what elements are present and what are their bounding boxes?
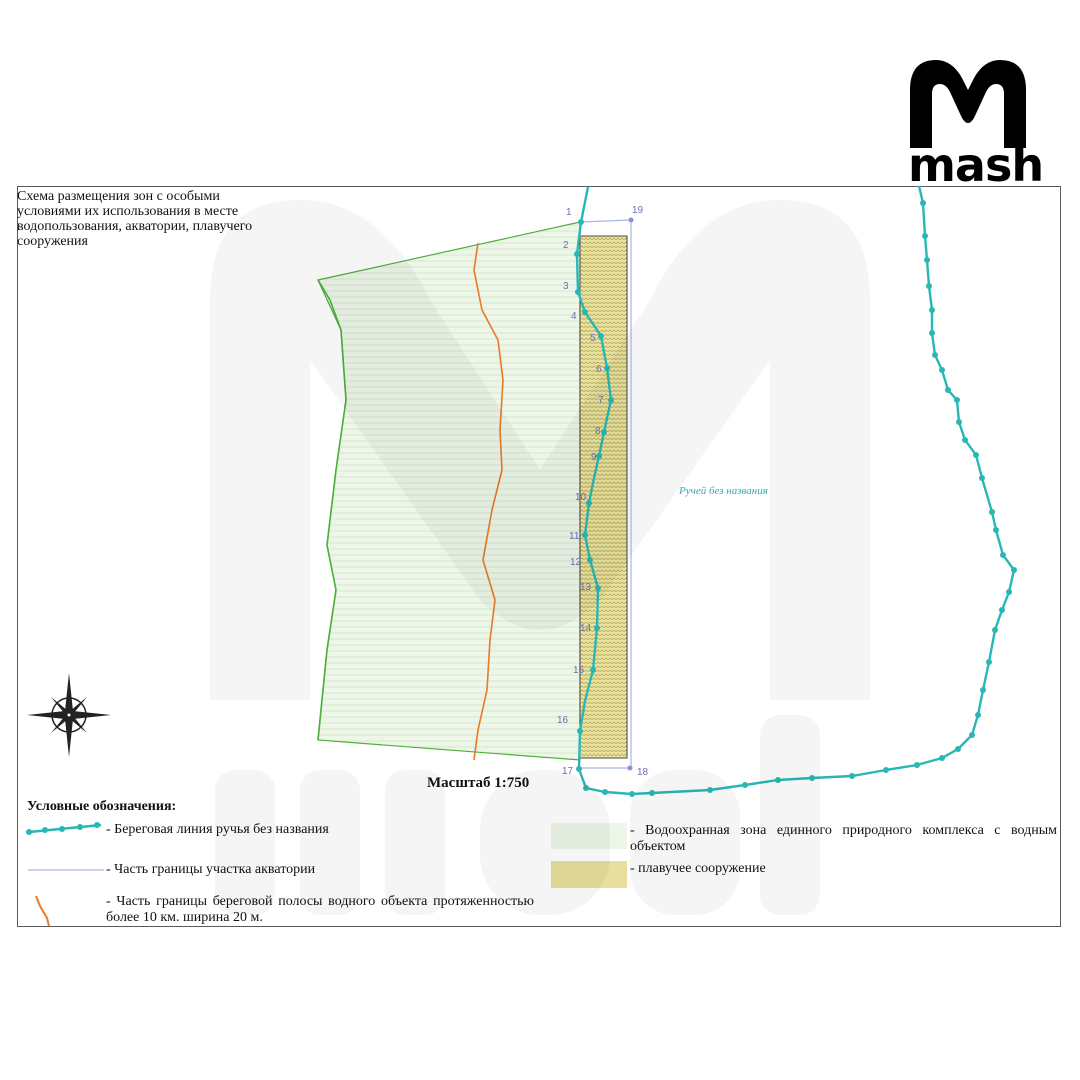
mash-logo-text: mash <box>908 138 1044 192</box>
legend-symbol-water-zone <box>551 823 627 849</box>
coastal-strip-boundary <box>473 242 504 761</box>
point-label-7: 7 <box>598 395 604 406</box>
floating-structure <box>579 235 628 759</box>
legend-item-shoreline: - Береговая линия ручья без названия <box>106 822 329 837</box>
point-label-2: 2 <box>563 240 569 251</box>
mash-logo-icon <box>910 60 1026 148</box>
water-protection-zone <box>317 221 581 761</box>
legend-title: Условные обозначения: <box>27 799 177 814</box>
point-label-9: 9 <box>591 452 597 463</box>
point-label-10: 10 <box>575 492 587 503</box>
legend-item-coastal-strip: - Часть границы береговой полосы водного… <box>106 894 534 925</box>
point-label-13: 13 <box>580 582 592 593</box>
point-label-8: 8 <box>595 426 601 437</box>
shoreline-dots <box>574 200 1017 797</box>
shoreline-left-bank <box>575 185 1016 796</box>
point-label-19: 19 <box>632 205 644 216</box>
point-label-4: 4 <box>571 311 577 322</box>
point-label-15: 15 <box>573 665 585 676</box>
map-title: Схема размещения зон с особыми условиями… <box>17 189 253 249</box>
point-label-1: 1 <box>566 207 572 218</box>
aquatory-boundary <box>579 219 632 769</box>
compass-rose-icon <box>27 673 111 757</box>
point-label-5: 5 <box>590 333 596 344</box>
legend-symbol-coastal-strip <box>35 895 50 927</box>
point-label-17: 17 <box>562 766 574 777</box>
point-label-3: 3 <box>563 281 569 292</box>
legend-item-floating: - плавучее сооружение <box>630 861 766 876</box>
point-18-marker <box>627 765 633 771</box>
legend-symbol-floating <box>551 861 627 888</box>
legend-item-water-zone: - Водоохранная зона единного природного … <box>630 823 1057 854</box>
point-label-11: 11 <box>569 531 580 542</box>
stream-label: Ручей без названия <box>679 485 768 497</box>
point-19-marker <box>628 217 634 223</box>
point-label-12: 12 <box>570 557 582 568</box>
legend-item-aquatory: - Часть границы участка акватории <box>106 862 316 877</box>
point-label-14: 14 <box>580 623 592 634</box>
legend-symbol-shoreline <box>26 822 102 835</box>
scale-label: Масштаб 1:750 <box>427 775 530 791</box>
point-label-16: 16 <box>557 715 569 726</box>
point-label-6: 6 <box>596 364 602 375</box>
point-label-18: 18 <box>637 767 649 778</box>
water-zone-boundary-left <box>317 279 347 741</box>
